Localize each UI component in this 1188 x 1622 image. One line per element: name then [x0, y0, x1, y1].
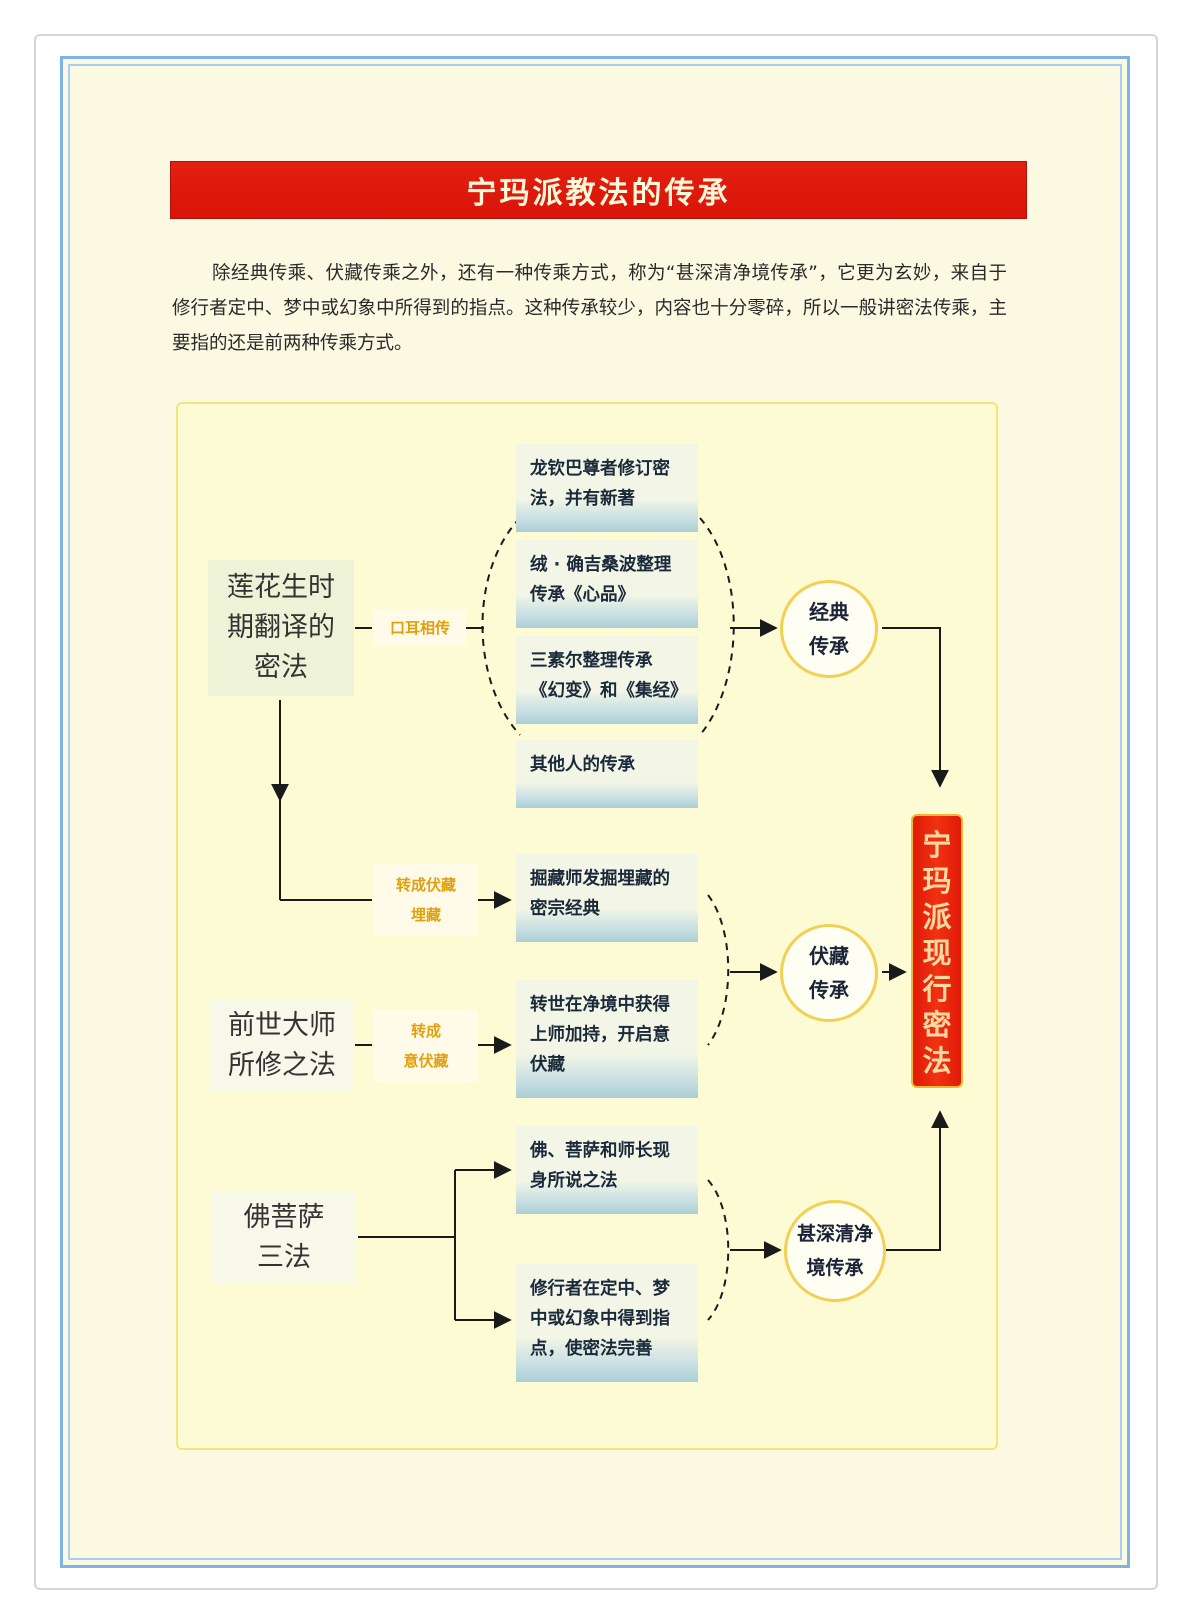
box-juezang-line1: 掘藏师发掘埋藏的	[530, 869, 670, 889]
final-current-dharma: 宁玛派现行密法	[911, 814, 963, 1088]
box-juezang: 掘藏师发掘埋藏的 密宗经典	[516, 854, 698, 942]
source-fopusa-line1: 佛菩萨	[243, 1202, 325, 1233]
page-border-inner	[68, 64, 1122, 1560]
source-fopusa: 佛菩萨 三法	[212, 1192, 356, 1284]
box-qita-line1: 其他人的传承	[530, 755, 635, 775]
method-koueri: 口耳相传	[374, 610, 466, 646]
page-title: 宁玛派教法的传承	[170, 161, 1027, 219]
circle-shenshen-line2: 境传承	[806, 1257, 864, 1279]
source-qianshi: 前世大师 所修之法	[210, 1000, 354, 1092]
box-longqin-line2: 法，并有新著	[530, 489, 635, 509]
circle-fuzang: 伏藏 传承	[780, 924, 878, 1022]
box-longqin-line1: 龙钦巴尊者修订密	[530, 459, 670, 479]
source-lianhuasheng-line2: 期翻译的	[227, 612, 335, 643]
circle-jingdian-line2: 传承	[809, 634, 849, 658]
method-fuzang-line1: 转成伏藏	[395, 876, 456, 894]
box-rong: 绒 · 确吉桑波整理 传承《心品》	[516, 540, 698, 628]
source-lianhuasheng: 莲花生时 期翻译的 密法	[208, 560, 354, 696]
box-xiuxingzhe-line3: 点，使密法完善	[530, 1339, 653, 1359]
box-sansuer: 三素尔整理传承 《幻变》和《集经》	[516, 636, 698, 724]
box-sansuer-line2: 《幻变》和《集经》	[530, 681, 688, 701]
box-qita: 其他人的传承	[516, 740, 698, 808]
box-zhuanshi-line2: 上师加持，开启意	[530, 1025, 670, 1045]
circle-jingdian: 经典 传承	[780, 580, 878, 678]
box-juezang-line2: 密宗经典	[530, 899, 600, 919]
method-fuzang: 转成伏藏 埋藏	[374, 864, 478, 936]
method-fuzang-line2: 埋藏	[410, 906, 441, 924]
method-yifuzang-line2: 意伏藏	[403, 1052, 449, 1070]
circle-shenshen: 甚深清净 境传承	[784, 1200, 886, 1302]
source-fopusa-line2: 三法	[257, 1242, 311, 1273]
source-qianshi-line1: 前世大师	[228, 1010, 336, 1041]
box-longqin: 龙钦巴尊者修订密 法，并有新著	[516, 444, 698, 532]
box-xiuxingzhe-line2: 中或幻象中得到指	[530, 1309, 670, 1329]
circle-fuzang-line1: 伏藏	[809, 944, 849, 968]
source-lianhuasheng-line1: 莲花生时	[227, 572, 335, 603]
box-fo-xianshen: 佛、菩萨和师长现 身所说之法	[516, 1126, 698, 1214]
source-lianhuasheng-line3: 密法	[254, 652, 308, 683]
box-zhuanshi-line3: 伏藏	[530, 1055, 565, 1075]
box-xiuxingzhe-line1: 修行者在定中、梦	[530, 1279, 670, 1299]
box-rong-line2: 传承《心品》	[530, 585, 635, 605]
circle-shenshen-line1: 甚深清净	[796, 1223, 873, 1245]
box-fo-xianshen-line1: 佛、菩萨和师长现	[530, 1141, 670, 1161]
box-zhuanshi: 转世在净境中获得 上师加持，开启意 伏藏	[516, 980, 698, 1098]
method-yifuzang-line1: 转成	[410, 1022, 441, 1040]
circle-jingdian-line1: 经典	[809, 600, 849, 624]
intro-paragraph: 除经典传乘、伏藏传乘之外，还有一种传乘方式，称为“甚深清净境传承”，它更为玄妙，…	[172, 263, 1007, 354]
box-fo-xianshen-line2: 身所说之法	[530, 1171, 618, 1191]
box-rong-line1: 绒 · 确吉桑波整理	[530, 555, 672, 575]
box-xiuxingzhe: 修行者在定中、梦 中或幻象中得到指 点，使密法完善	[516, 1264, 698, 1382]
circle-fuzang-line2: 传承	[809, 978, 849, 1002]
method-yifuzang: 转成 意伏藏	[374, 1010, 478, 1082]
source-qianshi-line2: 所修之法	[228, 1050, 336, 1081]
box-sansuer-line1: 三素尔整理传承	[530, 651, 653, 671]
box-zhuanshi-line1: 转世在净境中获得	[530, 995, 670, 1015]
